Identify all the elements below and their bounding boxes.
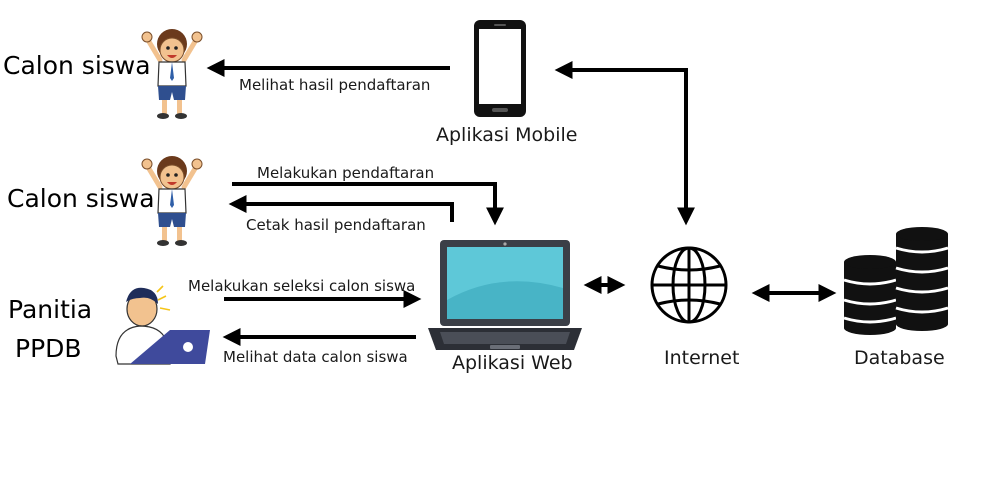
laptop-icon xyxy=(428,240,582,350)
smartphone-icon xyxy=(474,20,526,117)
edge-label-select: Melakukan seleksi calon siswa xyxy=(188,277,416,295)
node-label-mobile: Aplikasi Mobile xyxy=(436,124,578,146)
person-laptop-icon xyxy=(115,285,210,365)
edge-label-view-data: Melihat data calon siswa xyxy=(223,348,408,366)
actor-label-student-top: Calon siswa xyxy=(3,51,151,80)
edge-label-view-result: Melihat hasil pendaftaran xyxy=(239,76,431,94)
node-label-internet: Internet xyxy=(664,347,740,369)
globe-icon xyxy=(650,246,728,324)
actor-label-committee-line2: PPDB xyxy=(15,334,82,363)
student-icon-top xyxy=(142,29,202,119)
edge-label-print-result: Cetak hasil pendaftaran xyxy=(246,216,426,234)
actor-label-committee-line1: Panitia xyxy=(8,295,93,324)
arrow-register xyxy=(232,182,504,226)
node-label-web: Aplikasi Web xyxy=(452,352,573,374)
database-icon xyxy=(843,227,949,335)
node-label-database: Database xyxy=(854,347,945,369)
arrow-mobile-internet xyxy=(554,61,695,226)
actor-label-student-mid: Calon siswa xyxy=(7,184,155,213)
arrow-print-result xyxy=(228,195,454,222)
edge-label-register: Melakukan pendaftaran xyxy=(257,164,435,182)
